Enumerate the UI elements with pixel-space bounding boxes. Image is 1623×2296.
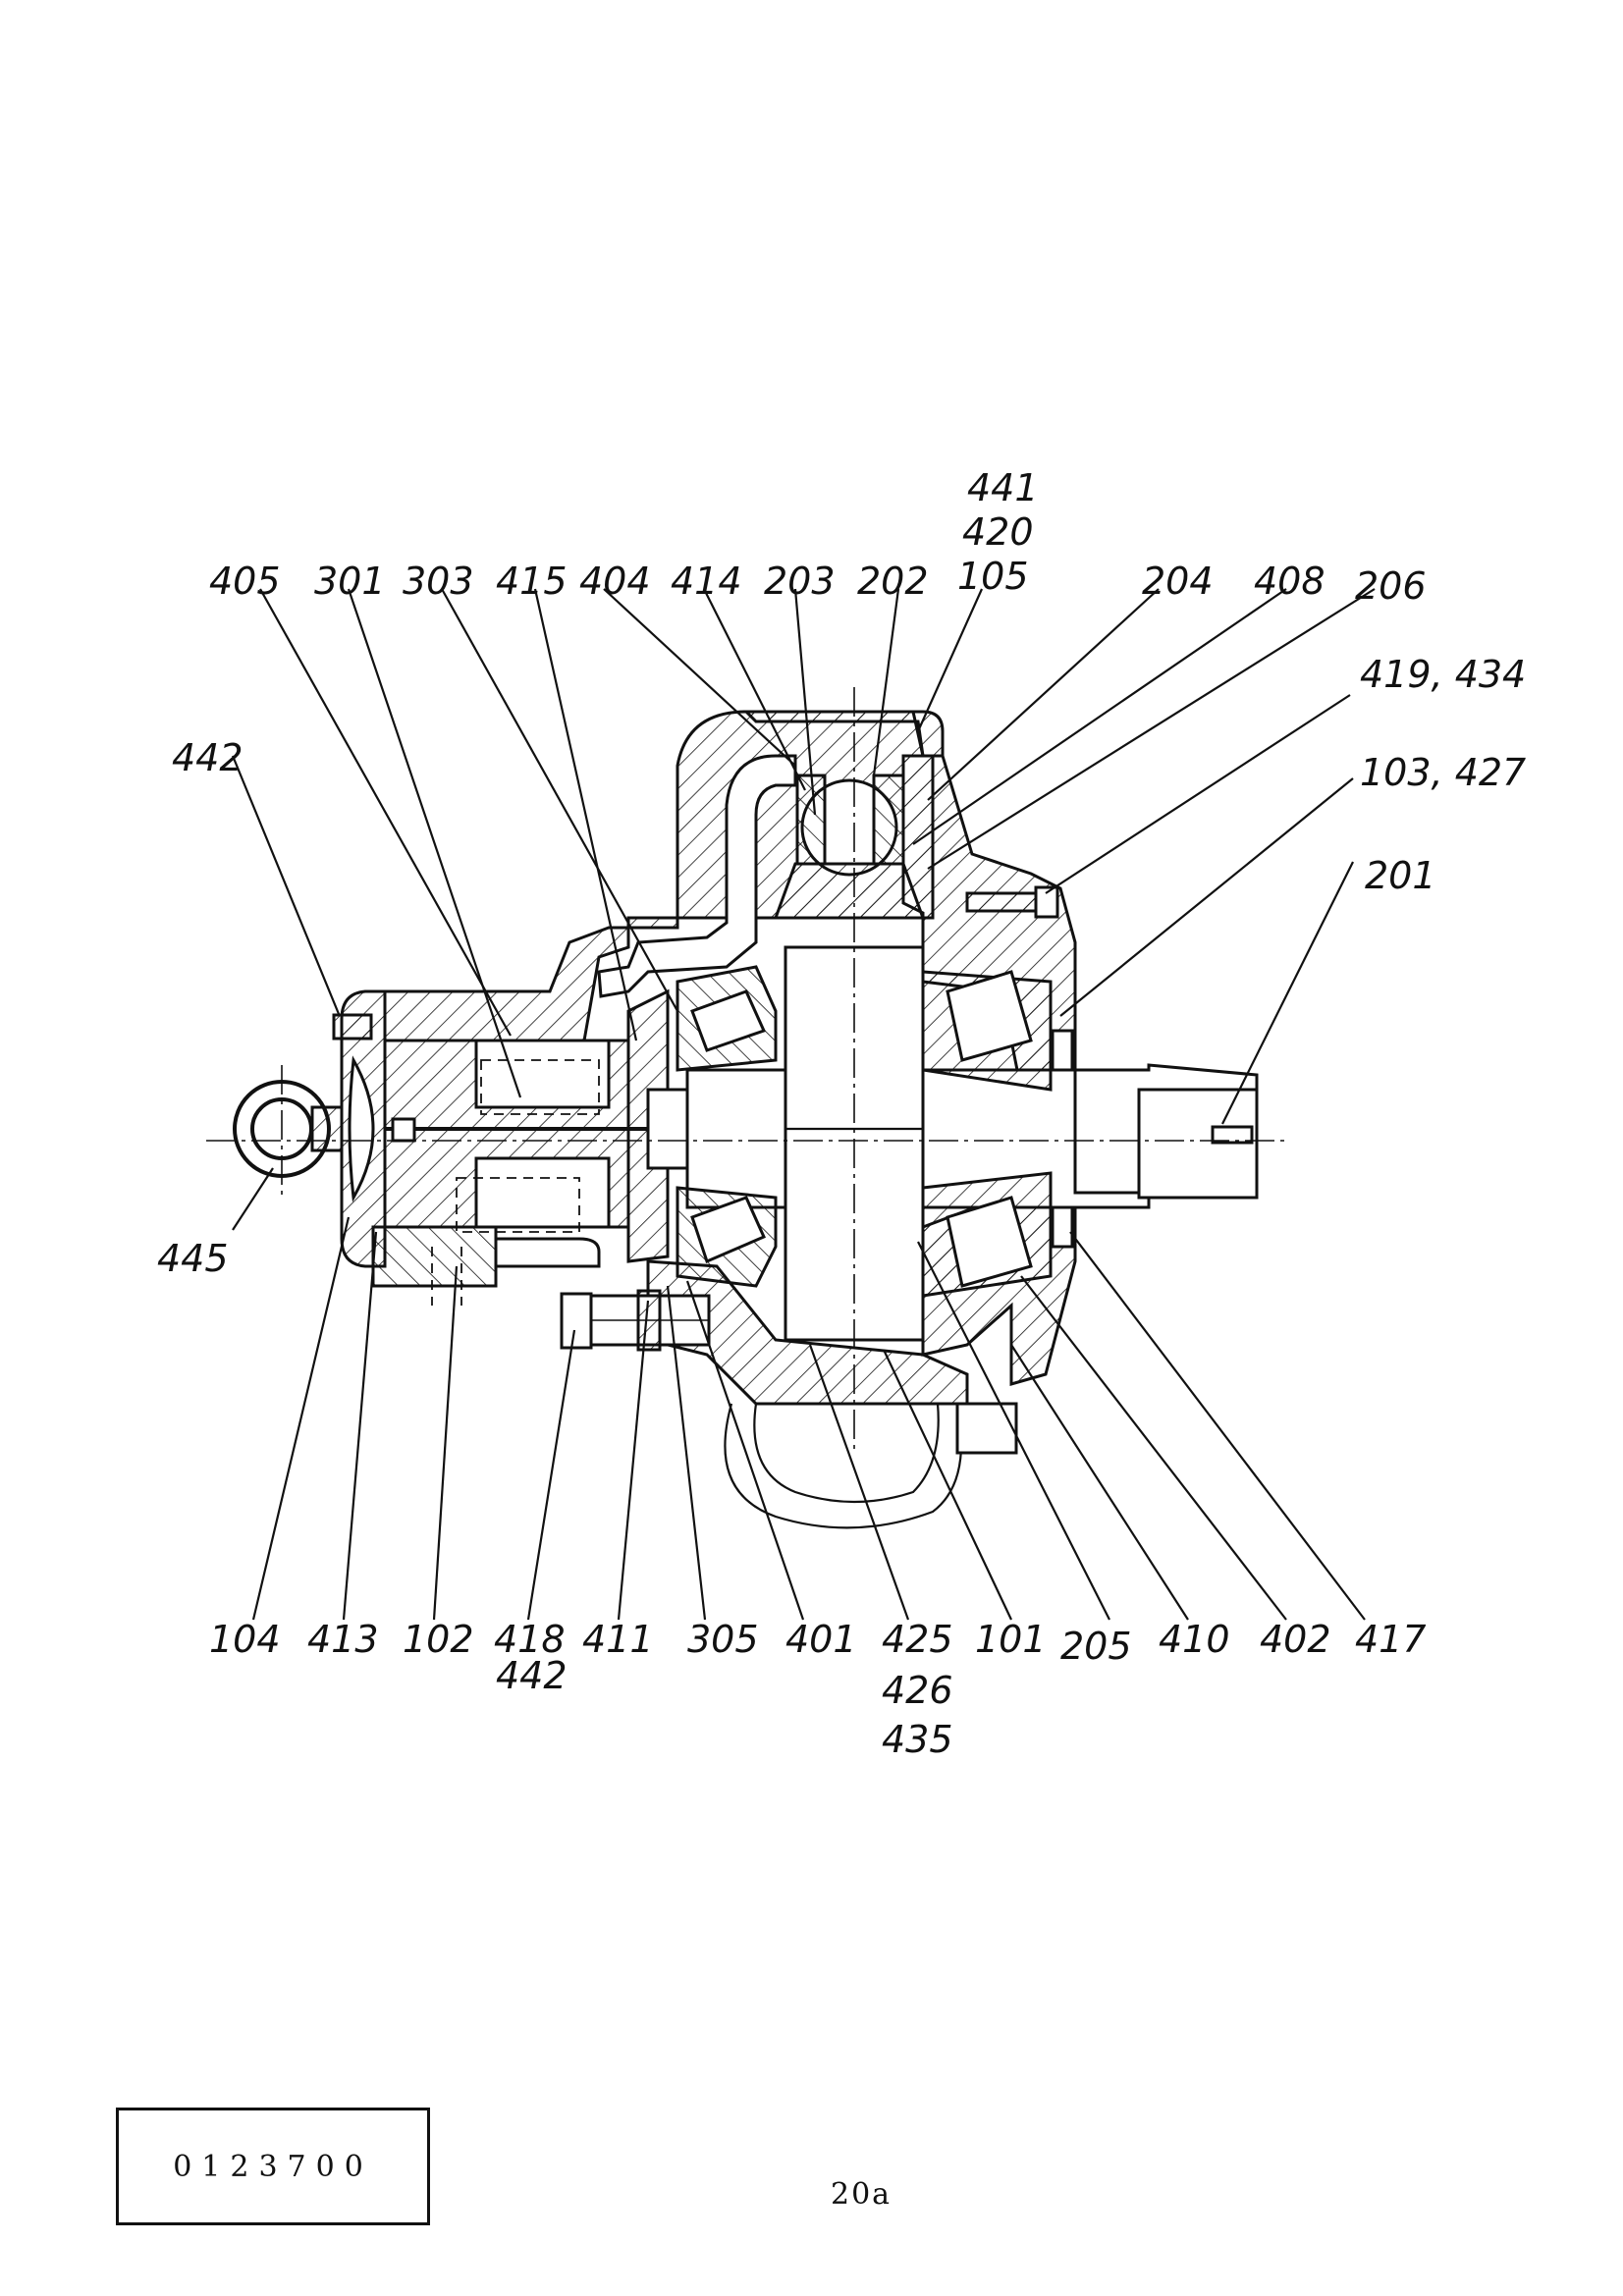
leader-lines	[231, 588, 1376, 1621]
label-303: 303	[403, 560, 474, 603]
label-205: 205	[1060, 1625, 1132, 1668]
label-402: 402	[1260, 1618, 1331, 1661]
label-404: 404	[579, 560, 651, 603]
label-203: 203	[764, 560, 836, 603]
label-305: 305	[687, 1618, 759, 1661]
document-number-box: 0123700	[116, 2108, 430, 2225]
label-420: 420	[962, 510, 1034, 554]
label-101: 101	[975, 1618, 1047, 1661]
eye-ring	[233, 1080, 344, 1178]
label-301: 301	[314, 560, 386, 603]
part-labels: 441 420 105 405 301 303 415 404 414 203 …	[157, 466, 1526, 1761]
label-103-427: 103, 427	[1360, 751, 1526, 794]
tapered-roller-bearings	[676, 965, 1053, 1298]
label-417: 417	[1355, 1618, 1427, 1661]
label-401: 401	[785, 1618, 857, 1661]
label-426: 426	[882, 1669, 953, 1712]
label-413: 413	[307, 1618, 379, 1661]
label-405: 405	[209, 560, 281, 603]
label-435: 435	[882, 1718, 953, 1761]
label-418: 418	[494, 1618, 566, 1661]
label-441: 441	[967, 466, 1039, 509]
label-102: 102	[403, 1618, 474, 1661]
label-408: 408	[1254, 560, 1325, 603]
document-number: 0123700	[173, 2149, 373, 2184]
lower-cover	[371, 1225, 498, 1288]
flange-bolt	[560, 1289, 711, 1352]
label-105: 105	[957, 555, 1029, 598]
pump-assembly	[206, 687, 1286, 1529]
label-411: 411	[582, 1618, 654, 1661]
label-415: 415	[496, 560, 568, 603]
label-414: 414	[671, 560, 742, 603]
label-419-434: 419, 434	[1360, 653, 1526, 696]
label-104: 104	[209, 1618, 281, 1661]
label-202: 202	[857, 560, 929, 603]
label-445: 445	[157, 1237, 229, 1280]
label-204: 204	[1142, 560, 1214, 603]
label-442-bottom: 442	[496, 1654, 568, 1697]
label-201: 201	[1365, 854, 1436, 897]
label-425: 425	[882, 1618, 953, 1661]
label-206: 206	[1355, 564, 1427, 608]
label-410: 410	[1159, 1618, 1230, 1661]
label-442-top: 442	[172, 736, 243, 779]
page-number: 20a	[831, 2177, 893, 2212]
